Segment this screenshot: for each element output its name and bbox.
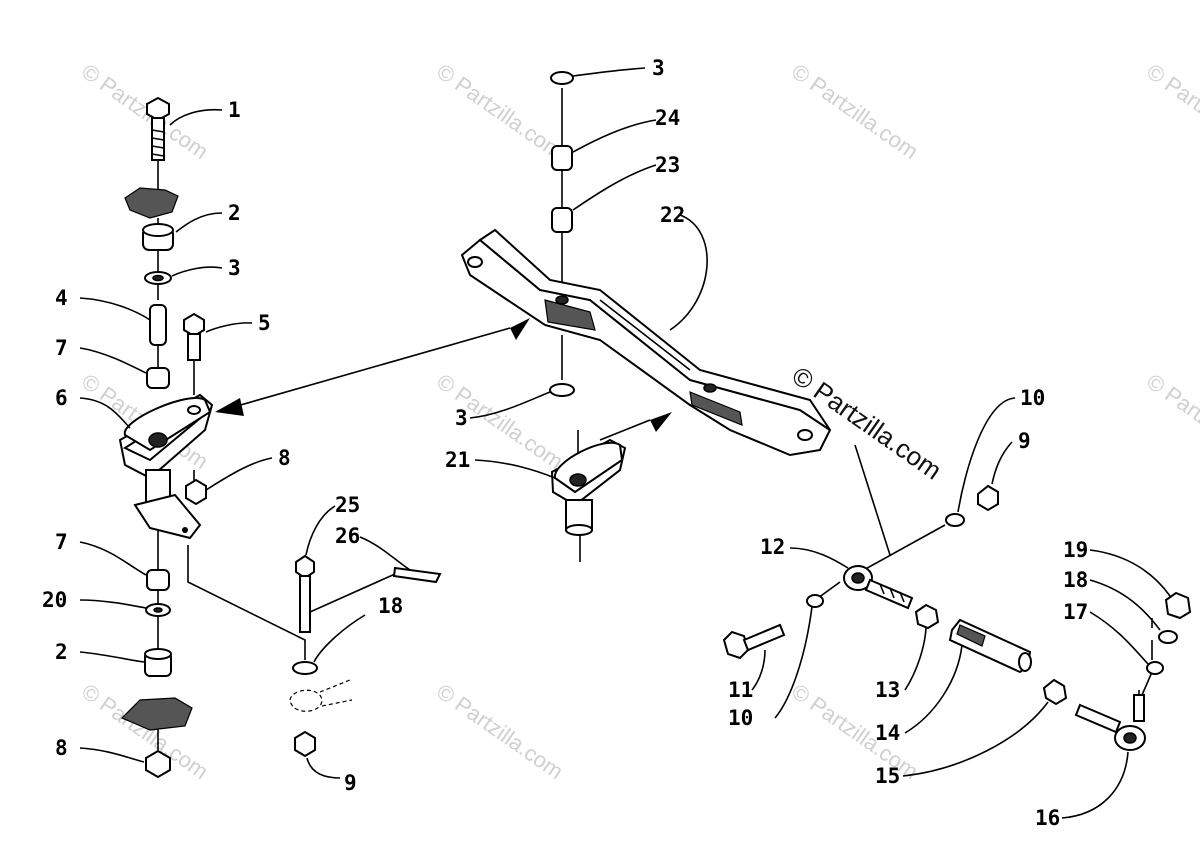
leader-lines	[79, 67, 1171, 819]
callout-24: 24	[655, 106, 680, 130]
part-4-pin	[149, 304, 167, 346]
callout-5: 5	[258, 311, 271, 335]
frame-fragment-top	[124, 187, 179, 219]
part-1-bolt	[146, 96, 170, 161]
part-15-nut	[1042, 678, 1068, 706]
part-24-bushing	[551, 145, 573, 171]
callout-8b: 8	[55, 736, 68, 760]
part-14-adjuster-sleeve	[948, 618, 1032, 674]
frame-fragment-lower	[120, 697, 193, 731]
callout-6: 6	[55, 386, 68, 410]
callout-1: 1	[228, 98, 241, 122]
left-assembly	[118, 96, 306, 779]
callout-3d: 3	[455, 406, 468, 430]
watermark-layer: © Partzilla.com © Partzilla.com © Partzi…	[77, 59, 1200, 785]
part-8-nut-lower	[145, 749, 171, 779]
callout-3: 3	[228, 256, 241, 280]
part-22-tie-bar	[460, 228, 832, 457]
part-25-bolt	[295, 554, 315, 633]
part-13-nut	[914, 603, 940, 630]
callout-16: 16	[1035, 806, 1060, 830]
part-7-spacer	[146, 367, 170, 389]
watermark: © Partzilla.com	[787, 59, 923, 165]
callout-11: 11	[728, 678, 753, 702]
callout-4: 4	[55, 286, 68, 310]
part-26-cotter-pin	[309, 566, 442, 613]
callout-19: 19	[1063, 538, 1088, 562]
part-18-washer-right	[1158, 630, 1178, 644]
callout-3c: 3	[652, 56, 665, 80]
part-9-nut	[294, 730, 316, 758]
callout-14: 14	[875, 721, 900, 745]
callout-23: 23	[655, 153, 680, 177]
part-18-washer	[292, 661, 318, 675]
watermark: © Partzilla.com	[77, 59, 213, 165]
callout-8: 8	[278, 446, 291, 470]
part-10-washer-lower	[806, 594, 824, 608]
callout-17: 17	[1063, 600, 1088, 624]
watermark: © Partzilla.com	[1142, 369, 1200, 475]
callout-10: 10	[1020, 386, 1045, 410]
callout-numbers: 1 2 3 4 5 6 7 8 7 20 2 8 25 26 18 9 3 24…	[42, 56, 1088, 830]
part-2-bushing	[142, 223, 174, 251]
callout-22: 22	[660, 203, 685, 227]
callout-21: 21	[445, 448, 470, 472]
watermark: © Partzilla.com	[432, 59, 568, 165]
center-assembly	[215, 71, 832, 562]
callout-26: 26	[335, 524, 360, 548]
part-7-spacer-lower	[146, 569, 170, 591]
part-5-bolt	[183, 312, 205, 361]
callout-7: 7	[55, 336, 68, 360]
callout-12: 12	[760, 535, 785, 559]
watermark: © Partzilla.com	[432, 679, 568, 785]
callout-15: 15	[875, 764, 900, 788]
watermark: © Partzilla.com	[1142, 59, 1200, 165]
part-21-idler-arm	[550, 430, 627, 562]
callout-13: 13	[875, 678, 900, 702]
callout-18b: 18	[1063, 568, 1088, 592]
callout-7b: 7	[55, 530, 68, 554]
callout-9: 9	[344, 771, 357, 795]
callout-9b: 9	[1018, 429, 1031, 453]
callout-10b: 10	[728, 706, 753, 730]
callout-25: 25	[335, 493, 360, 517]
mounting-bracket	[133, 493, 202, 540]
part-3-washer-top	[550, 71, 574, 85]
part-23-bushing	[551, 207, 573, 233]
part-3-washer-lower	[549, 383, 575, 397]
part-17-washer	[1146, 661, 1164, 675]
part-9-nut-right	[977, 484, 999, 512]
callout-2: 2	[228, 201, 241, 225]
middle-small-parts	[289, 554, 442, 758]
tie-rod-assembly	[722, 444, 1192, 751]
part-8-nut	[185, 478, 207, 506]
rod-end-phantom	[289, 679, 353, 712]
part-2-bushing-lower	[144, 648, 172, 677]
callout-2b: 2	[55, 640, 68, 664]
callout-18: 18	[378, 594, 403, 618]
watermark: © Partzilla.com	[787, 679, 923, 785]
part-11-bolt	[722, 623, 786, 660]
assembly-arrows	[215, 318, 672, 441]
part-10-washer	[945, 513, 965, 527]
part-19-nut	[1164, 591, 1192, 620]
callout-20: 20	[42, 588, 67, 612]
part-16-rod-end	[1074, 690, 1146, 751]
part-12-rod-end	[843, 565, 914, 610]
